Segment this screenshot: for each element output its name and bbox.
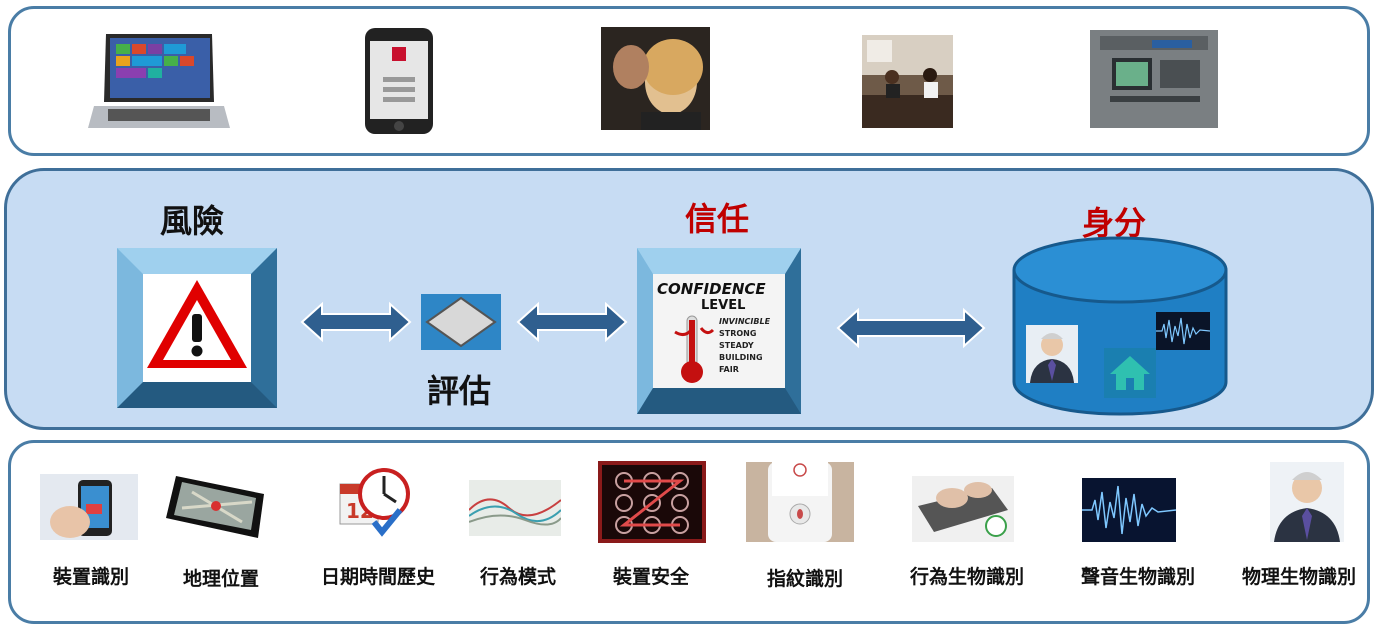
arrow-assess-trust xyxy=(516,301,628,343)
home-icon xyxy=(1104,348,1156,398)
warning-icon xyxy=(147,280,247,368)
risk-frame xyxy=(117,248,277,408)
factor-label-geolocation: 地理位置 xyxy=(182,568,259,590)
level-building: BUILDING xyxy=(719,353,763,362)
level-steady: STEADY xyxy=(719,341,754,350)
branch-counter-image xyxy=(862,35,953,128)
level-fair: FAIR xyxy=(719,365,739,374)
arrow-trust-identity xyxy=(836,307,986,349)
assess-diamond xyxy=(421,294,501,350)
factor-label-physical-biometric: 物理生物識別 xyxy=(1241,566,1356,588)
level-invincible: INVINCIBLE xyxy=(719,317,771,326)
factor-label-voice-biometric: 聲音生物識別 xyxy=(1080,566,1195,588)
behavior-pattern-image xyxy=(469,480,561,536)
voice-biometric-image xyxy=(1082,478,1176,542)
person-photo xyxy=(1026,325,1078,383)
fingerprint-image xyxy=(746,462,854,542)
device-security-image xyxy=(598,461,706,543)
datetime-history-image: 12 xyxy=(338,464,410,540)
trust-frame: CONFIDENCE LEVEL INVINCIBLE STRONG STEAD… xyxy=(637,248,801,414)
behavioral-biometric-image xyxy=(912,476,1014,542)
assess-label: 評估 xyxy=(427,372,492,410)
trust-label: 信任 xyxy=(685,200,750,238)
geolocation-image xyxy=(162,472,272,542)
factor-label-device-id: 裝置識別 xyxy=(52,566,129,588)
call-center-image xyxy=(601,27,710,130)
laptop-image xyxy=(88,30,230,132)
factor-label-behavior-pattern: 行為模式 xyxy=(479,566,556,588)
arrow-risk-assess xyxy=(300,301,412,343)
confidence-subtitle: LEVEL xyxy=(701,298,746,313)
device-id-image xyxy=(40,474,138,540)
physical-biometric-image xyxy=(1270,462,1344,542)
factor-label-datetime-history: 日期時間歷史 xyxy=(320,566,435,588)
atm-image xyxy=(1090,30,1218,128)
factor-label-device-security: 裝置安全 xyxy=(612,566,689,588)
risk-label: 風險 xyxy=(160,202,225,240)
factor-label-behavioral-biometric: 行為生物識別 xyxy=(909,566,1024,588)
level-strong: STRONG xyxy=(719,329,757,338)
identity-label: 身分 xyxy=(1082,204,1147,242)
voice-waveform-image xyxy=(1156,312,1210,350)
factor-label-fingerprint: 指紋識別 xyxy=(766,568,843,590)
thermometer-icon xyxy=(674,315,715,383)
confidence-title: CONFIDENCE xyxy=(657,280,766,298)
smartphone-image xyxy=(363,27,435,135)
